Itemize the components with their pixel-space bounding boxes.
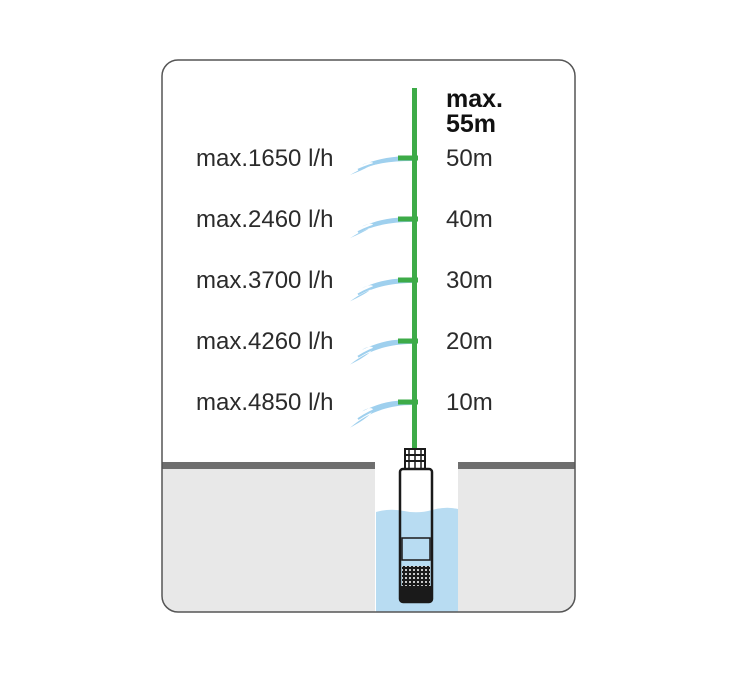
pump-motor-section: [401, 537, 431, 561]
flow-label: max.2460 l/h: [196, 206, 333, 233]
water-splash-icon: [350, 217, 412, 239]
head-label: 50m: [446, 145, 493, 172]
frame-border: [161, 59, 576, 613]
level-tick: [398, 155, 418, 161]
ground-right: [458, 462, 575, 612]
well-water: [376, 507, 458, 612]
level-tick: [398, 277, 418, 283]
ground-surface-right: [458, 462, 575, 469]
max-head-line1: max.: [446, 85, 503, 113]
head-label: 10m: [446, 389, 493, 416]
head-label: 40m: [446, 206, 493, 233]
flow-label: max.3700 l/h: [196, 267, 333, 294]
level-tick: [398, 338, 418, 344]
level-30m: max.3700 l/h 30m: [196, 267, 493, 302]
pump-bottom-cap: [400, 586, 432, 602]
max-head-line2: 55m: [446, 110, 496, 138]
head-label: 30m: [446, 267, 493, 294]
ground-surface-left: [162, 462, 375, 469]
level-50m: max.1650 l/h 50m: [196, 145, 493, 175]
level-40m: max.2460 l/h 40m: [196, 206, 493, 239]
level-20m: max.4260 l/h 20m: [196, 328, 493, 365]
level-tick: [398, 216, 418, 222]
head-label: 20m: [446, 328, 493, 355]
level-tick: [398, 399, 418, 405]
levels-group: max.1650 l/h 50m max.2460 l/h 40m max.3700 l…: [196, 145, 493, 428]
flow-label: max.1650 l/h: [196, 145, 333, 172]
level-10m: max.4850 l/h 10m: [196, 389, 493, 428]
submersible-pump: [398, 448, 434, 604]
flow-label: max.4260 l/h: [196, 328, 333, 355]
ground-left: [162, 462, 375, 612]
flow-label: max.4850 l/h: [196, 389, 333, 416]
riser-pipe: [412, 88, 417, 456]
water-splash-icon: [350, 156, 412, 175]
pump-intake-mesh: [402, 566, 430, 586]
